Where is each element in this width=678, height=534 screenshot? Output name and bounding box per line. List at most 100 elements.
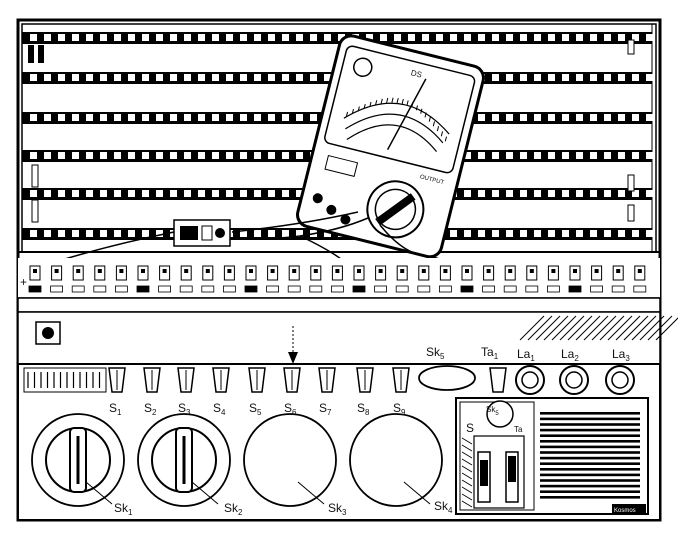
rail-slot [296,152,303,159]
grille-slat [540,473,640,477]
rail-slot [268,114,275,121]
grille-slat [540,417,640,421]
hatch-line [591,315,617,341]
rail-slot [492,74,499,81]
rail-slot [590,114,597,121]
rail-slot [142,34,149,41]
terminal-base [633,285,647,293]
rail-slot [44,34,51,41]
rail-slot [604,230,611,237]
rail-slot [142,190,149,197]
terminal-base [460,285,474,293]
component-block [173,219,231,247]
rail-slot [562,34,569,41]
hatch-line [639,315,665,341]
rail-slot [590,152,597,159]
rail-slot [282,152,289,159]
rail-slot [100,74,107,81]
rail-slot [548,114,555,121]
rail-slot [492,152,499,159]
terminal-base [503,285,517,293]
rail-slot [128,152,135,159]
terminal-base [158,285,172,293]
rail-slot [464,190,471,197]
rail-slot [590,74,597,81]
inset-sk5-label: Sk5 [486,405,499,417]
terminal-screw [421,269,426,273]
speaker-grille [540,412,640,499]
terminal-base [222,285,236,293]
rail-slot [478,114,485,121]
rail-slot [86,152,93,159]
rail-slot [604,190,611,197]
switch-label: S9 [393,401,406,417]
rail-slot [156,190,163,197]
rail-slot [632,152,639,159]
right-mount [627,39,635,222]
rail-slot [198,114,205,121]
rail-slot [296,74,303,81]
rail-slot [30,114,37,121]
terminal-screw [486,269,491,273]
rail-slot [576,190,583,197]
terminal-base [50,285,63,293]
rail-slot [646,190,653,197]
terminal-base [28,285,42,293]
rail-slot [268,74,275,81]
ta1-label: Ta1 [481,345,499,361]
range-selector-pointer [375,193,416,226]
leader-line [403,481,431,505]
rail-slot [520,190,527,197]
rail-slot [520,114,527,121]
middle-shelf [17,297,678,365]
rail-slot [170,114,177,121]
rail-slot [86,230,93,237]
hatch-line [607,315,633,341]
rail-slot [576,34,583,41]
terminal-screw [54,269,59,273]
rail-slot [296,190,303,197]
rail-slot [324,230,331,237]
rail-slot [562,190,569,197]
terminal-screw [378,269,383,273]
rail-slot [72,34,79,41]
rail-slot [58,74,65,81]
rail-slot [142,152,149,159]
hatch-line [559,315,585,341]
rail-slot [296,114,303,121]
terminal-screw [184,269,189,273]
rail-slot [240,74,247,81]
terminal-base [417,285,431,293]
switch-label: S7 [319,401,332,417]
rail-slot [408,34,415,41]
rail-slot [618,34,625,41]
rail-slot [394,34,401,41]
rail-slot [506,190,513,197]
terminal-screw [227,269,232,273]
terminal-screw [573,269,577,273]
meter-logo [353,57,373,78]
rail-slot [254,152,261,159]
rail-slot [506,114,513,121]
multimeter: DS OUTPUT [296,34,485,259]
rail-slot [324,74,331,81]
hatch-line [615,315,641,341]
meter-tick [345,111,349,117]
brand-plate [612,504,646,514]
rail-slot [450,230,457,237]
rail-slot [282,230,289,237]
rail-slot [646,74,653,81]
terminal-base [395,285,409,293]
rail-slot [30,230,37,237]
rail-slot [226,34,233,41]
terminal-base [330,285,344,293]
grille-slat [540,423,640,426]
rail-slot [548,152,555,159]
rail-slot [100,114,107,121]
rail-slot [198,152,205,159]
la3-label: La3 [612,347,630,363]
rail-slot [310,34,317,41]
lamp-bulb [565,371,583,389]
arrow-marker [288,326,298,364]
terminal-screw [529,269,534,273]
